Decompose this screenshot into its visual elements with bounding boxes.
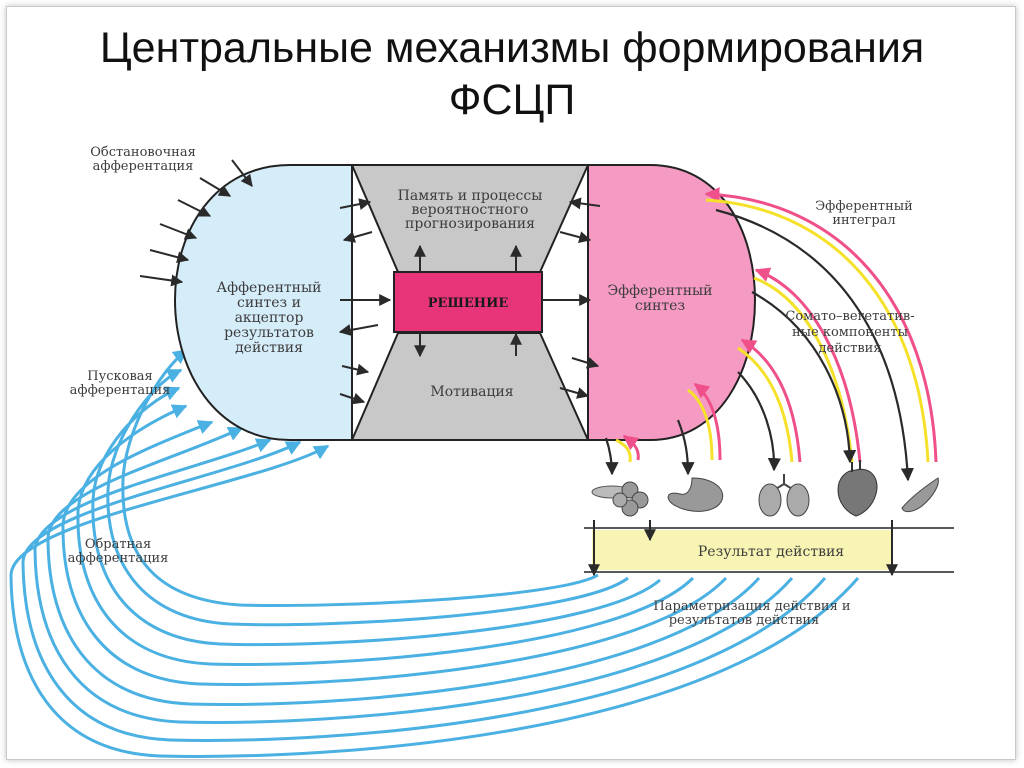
feedback-arc xyxy=(46,426,761,706)
feedback-afferentation-label: Обратная афферентация xyxy=(68,537,169,566)
situational-afferentation-line-2: афферентация xyxy=(93,159,194,174)
stomach-icon xyxy=(667,477,724,512)
afferent-synthesis-line-2: синтез и xyxy=(237,295,301,311)
action-result-bar xyxy=(584,520,954,577)
afferent-synthesis-line-1: Афферентный xyxy=(217,280,322,296)
efferent-integral-line-2: интеграл xyxy=(832,213,895,228)
afferent-synthesis-label: Афферентный синтез и акцептор результато… xyxy=(217,280,322,356)
heart-icon xyxy=(837,460,878,517)
glands-icon xyxy=(591,481,649,517)
memory-line-2: вероятностного xyxy=(411,202,528,218)
motivation-label: Мотивация xyxy=(430,384,513,400)
efferent-synthesis-line-1: Эфферентный xyxy=(607,283,712,299)
memory-label: Память и процессы вероятностного прогноз… xyxy=(398,188,543,232)
muscle-icon xyxy=(901,477,939,513)
afferent-synthesis-line-5: действия xyxy=(235,340,303,356)
feedback-arcs xyxy=(9,348,860,758)
situational-afferentation-label: Обстановочная афферентация xyxy=(90,145,196,174)
efferent-integral-label: Эфферентный интеграл xyxy=(815,199,913,228)
efferent-integral-arcs xyxy=(615,187,938,463)
decision-label: РЕШЕНИЕ xyxy=(428,296,509,311)
trigger-afferentation-line-2: афферентация xyxy=(70,383,171,398)
somato-vegetative-line-2: ные компоненты xyxy=(792,325,908,340)
feedback-arc xyxy=(91,386,661,647)
memory-line-3: прогнозирования xyxy=(405,216,535,232)
memory-line-1: Память и процессы xyxy=(398,188,543,204)
feedback-arc xyxy=(61,420,728,686)
internal-arrows xyxy=(338,197,601,405)
afferent-synthesis-line-4: результатов xyxy=(224,325,314,341)
trigger-afferentation-label: Пусковая афферентация xyxy=(70,369,171,398)
situational-afferentation-arrows xyxy=(139,159,253,287)
afferent-synthesis-line-3: акцептор xyxy=(235,310,304,326)
parametrization-label: Параметризация действия и результатов де… xyxy=(653,599,850,628)
decision-box xyxy=(393,271,543,333)
parametrization-line-1: Параметризация действия и xyxy=(653,599,850,614)
efferent-synthesis-label: Эфферентный синтез xyxy=(607,283,712,314)
somato-vegetative-line-3: действия xyxy=(818,341,881,356)
feedback-afferentation-line-2: афферентация xyxy=(68,551,169,566)
afferent-synthesis-block xyxy=(173,164,353,441)
feedback-arc xyxy=(121,348,599,608)
somato-vegetative-label: Сомато–вегетатив- ные компоненты действи… xyxy=(785,309,914,356)
parametrization-line-2: результатов действия xyxy=(669,613,820,628)
efferent-output-arrows xyxy=(604,208,914,482)
efferent-integral-line-1: Эфферентный xyxy=(815,199,913,214)
feedback-arc xyxy=(21,440,827,742)
feedback-arc xyxy=(106,368,629,627)
efferent-synthesis-block xyxy=(587,164,757,441)
feedback-afferentation-line-1: Обратная xyxy=(85,537,151,552)
efferent-synthesis-line-2: синтез xyxy=(635,298,685,314)
feedback-arc xyxy=(33,438,794,724)
lungs-icon xyxy=(758,474,810,517)
feedback-arc xyxy=(76,404,695,667)
title-line-2: ФСЦП xyxy=(448,76,576,124)
feedback-arc xyxy=(9,444,860,758)
somato-vegetative-line-1: Сомато–вегетатив- xyxy=(785,309,914,324)
trigger-afferentation-line-1: Пусковая xyxy=(87,369,153,384)
title-line-1: Центральные механизмы формирования xyxy=(99,24,925,72)
situational-afferentation-line-1: Обстановочная xyxy=(90,145,196,160)
slide-title: Центральные механизмы формирования ФСЦП xyxy=(0,22,1024,126)
action-result-label: Результат действия xyxy=(698,544,844,560)
